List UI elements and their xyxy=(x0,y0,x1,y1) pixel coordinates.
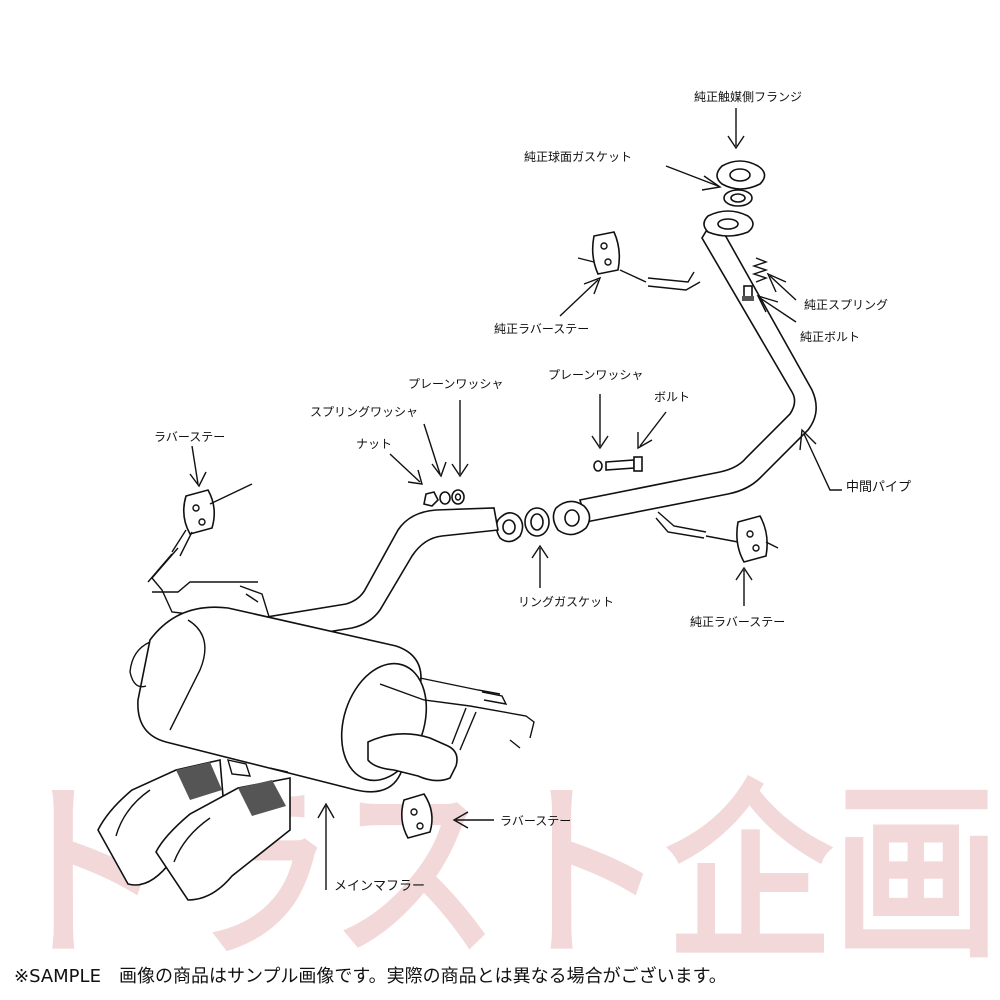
label-plain-washer-right: プレーンワッシャ xyxy=(548,368,643,382)
label-ring-gasket: リングガスケット xyxy=(518,595,614,609)
rear-flange-left xyxy=(495,512,524,543)
pipe-inlet-flange xyxy=(703,210,754,237)
label-oem-spring: 純正スプリング xyxy=(804,298,888,312)
label-rubber-stay-left: ラバーステー xyxy=(154,430,225,444)
footer-disclaimer: ※SAMPLE 画像の商品はサンプル画像です。実際の商品とは異なる場合がございま… xyxy=(14,966,727,987)
label-oem-bolt: 純正ボルト xyxy=(800,330,860,344)
label-nut: ナット xyxy=(356,437,392,451)
tail-pipes xyxy=(97,759,291,901)
rubber-stay-left xyxy=(171,483,253,557)
nut xyxy=(423,491,439,507)
oem-spring xyxy=(751,257,769,283)
label-rubber-stay-bottom: ラバーステー xyxy=(500,814,571,828)
ring-gasket xyxy=(524,507,550,537)
plain-washer-left xyxy=(451,489,465,505)
leader-arrows xyxy=(189,108,842,890)
label-oem-rubber-stay-right: 純正ラバーステー xyxy=(690,615,785,629)
label-main-muffler: メインマフラー xyxy=(334,879,425,894)
label-middle-pipe: 中間パイプ xyxy=(846,480,911,495)
spring-washer xyxy=(439,491,451,505)
oem-rubber-stay-right xyxy=(705,515,779,563)
oem-rubber-stay-top xyxy=(577,231,647,283)
label-oem-rubber-stay-top: 純正ラバーステー xyxy=(494,322,589,336)
catalyst-flange xyxy=(716,160,766,190)
plain-washer-right xyxy=(593,460,603,472)
label-plain-washer-left: プレーンワッシャ xyxy=(408,377,503,391)
rubber-stay-bottom xyxy=(400,793,433,839)
label-spring-washer: スプリングワッシャ xyxy=(310,405,418,419)
oem-bolt xyxy=(742,285,754,301)
label-catalyst-flange: 純正触媒側フランジ xyxy=(694,90,802,104)
main-muffler xyxy=(129,507,535,793)
bolt-right xyxy=(605,456,643,472)
spherical-gasket xyxy=(723,189,753,207)
label-spherical-gasket: 純正球面ガスケット xyxy=(524,150,632,164)
labels: 純正触媒側フランジ 純正球面ガスケット 純正スプリング 純正ボルト 純正ラバース… xyxy=(154,90,911,894)
rear-flange-right xyxy=(552,500,591,536)
label-bolt: ボルト xyxy=(654,390,690,404)
